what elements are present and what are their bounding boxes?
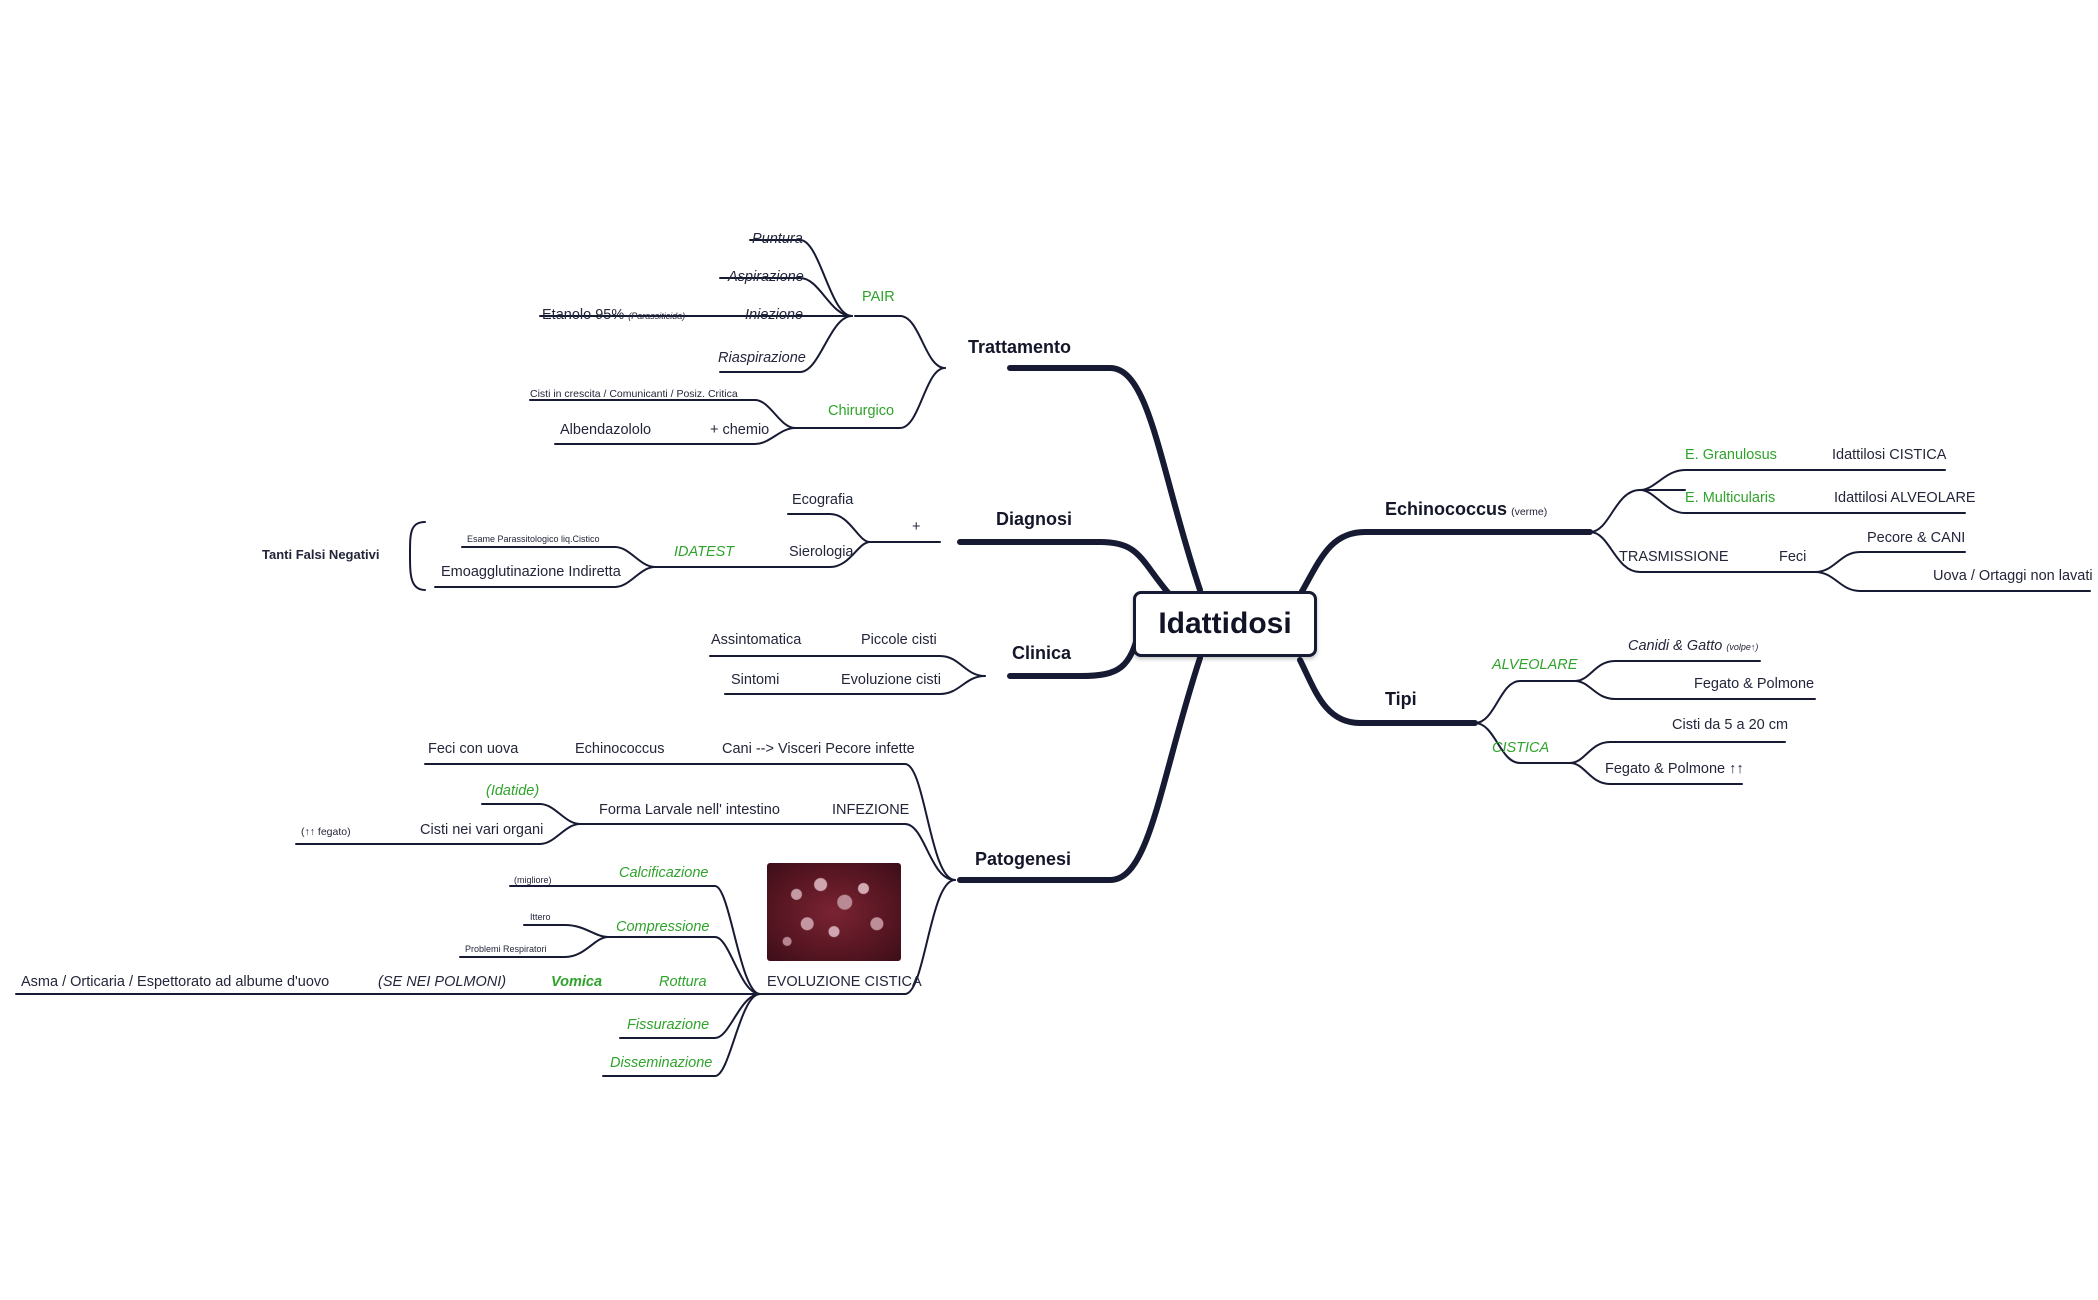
central-topic-label: Idattidosi <box>1158 607 1292 640</box>
node-tipi-cistica[interactable]: CISTICA <box>1492 740 1550 756</box>
node-chirurgico[interactable]: Chirurgico <box>828 403 895 419</box>
node-etanolo[interactable]: Etanolo 95% (Parassiticida) <box>542 306 685 325</box>
node-migliore[interactable]: (migliore) <box>514 875 552 885</box>
node-plus: + <box>912 519 921 535</box>
node-idatest[interactable]: IDATEST <box>674 544 735 560</box>
connector-echinococcus <box>1297 529 1593 598</box>
branch-tipi[interactable]: Tipi <box>1385 689 1417 709</box>
branch-clinica[interactable]: Clinica <box>1012 643 1072 663</box>
node-rottura[interactable]: Rottura <box>659 974 707 990</box>
node-ittero[interactable]: Ittero <box>530 912 551 922</box>
node-falsi-negativi[interactable]: Tanti Falsi Negativi <box>262 547 380 562</box>
node-trasmissione[interactable]: TRASMISSIONE <box>1619 549 1729 565</box>
node-evoluzione-cistica[interactable]: EVOLUZIONE CISTICA <box>767 974 922 990</box>
node-problemi-respiratori[interactable]: Problemi Respiratori <box>465 944 547 954</box>
node-puntura[interactable]: Puntura <box>752 231 803 247</box>
node-volpe: (volpe↑) <box>1726 642 1759 652</box>
branch-echinococcus[interactable]: Echinococcus (verme) <box>1385 500 1547 521</box>
node-sintomi[interactable]: Sintomi <box>731 672 780 688</box>
node-cisti-crescita[interactable]: Cisti in crescita / Comunicanti / Posiz.… <box>530 388 738 400</box>
node-fissurazione[interactable]: Fissurazione <box>627 1017 710 1033</box>
node-sierologia[interactable]: Sierologia <box>789 544 854 560</box>
node-cani-visceri[interactable]: Cani --> Visceri Pecore infette <box>722 741 915 757</box>
node-riaspirazione[interactable]: Riaspirazione <box>718 350 806 366</box>
node-uova-ortaggi[interactable]: Uova / Ortaggi non lavati <box>1933 568 2093 584</box>
branch-trattamento[interactable]: Trattamento <box>968 337 1072 357</box>
node-aspirazione[interactable]: Aspirazione <box>728 269 804 285</box>
branch-diagnosi[interactable]: Diagnosi <box>996 509 1073 529</box>
node-cisti-cm[interactable]: Cisti da 5 a 20 cm <box>1672 717 1789 733</box>
node-vomica[interactable]: Vomica <box>551 974 603 990</box>
node-fegato-polmone-up[interactable]: Fegato & Polmone ↑↑ <box>1605 761 1744 777</box>
node-tipi-alveolare[interactable]: ALVEOLARE <box>1492 657 1578 673</box>
connector-tipi <box>1297 657 1478 726</box>
node-calcificazione[interactable]: Calcificazione <box>619 865 709 881</box>
node-ecografia[interactable]: Ecografia <box>792 492 854 508</box>
node-esame[interactable]: Esame Parassitologico liq.Cistico <box>467 534 600 544</box>
connector-patogenesi <box>957 655 1203 883</box>
connector-diagnosi <box>957 539 1173 598</box>
node-assintomatica[interactable]: Assintomatica <box>711 632 802 648</box>
node-iniezione[interactable]: Iniezione <box>745 307 804 323</box>
branch-echinococcus-label: Echinococcus <box>1385 499 1508 519</box>
node-se-polmoni[interactable]: (SE NEI POLMONI) <box>378 974 507 990</box>
branch-patogenesi[interactable]: Patogenesi <box>975 849 1072 869</box>
cyst-photo <box>767 863 901 961</box>
node-forma-larvale[interactable]: Forma Larvale nell' intestino <box>599 802 780 818</box>
branch-echinococcus-note: (verme) <box>1511 506 1548 518</box>
node-e-multicularis[interactable]: E. Multicularis <box>1685 490 1776 506</box>
node-canidi-gatto-label: Canidi & Gatto <box>1628 638 1723 654</box>
node-e-granulosus[interactable]: E. Granulosus <box>1685 447 1777 463</box>
node-cisti-organi[interactable]: Cisti nei vari organi <box>420 822 544 838</box>
node-evoluzione-cisti[interactable]: Evoluzione cisti <box>841 672 941 688</box>
node-pair[interactable]: PAIR <box>862 289 895 305</box>
node-pecore-cani[interactable]: Pecore & CANI <box>1867 530 1966 546</box>
node-piccole-cisti[interactable]: Piccole cisti <box>861 632 937 648</box>
node-feci-uova[interactable]: Feci con uova <box>428 741 519 757</box>
node-idattilosi-cistica[interactable]: Idattilosi CISTICA <box>1832 447 1947 463</box>
central-topic[interactable]: Idattidosi <box>1133 591 1317 657</box>
node-echinococcus-pat[interactable]: Echinococcus <box>575 741 665 757</box>
node-etanolo-label: Etanolo 95% <box>542 307 625 323</box>
node-idattilosi-alveolare[interactable]: Idattilosi ALVEOLARE <box>1834 490 1976 506</box>
node-infezione[interactable]: INFEZIONE <box>832 802 910 818</box>
node-chemio[interactable]: + chemio <box>710 422 770 438</box>
node-idatide[interactable]: (Idatide) <box>486 783 540 799</box>
node-asma[interactable]: Asma / Orticaria / Espettorato ad albume… <box>21 974 330 990</box>
node-feci[interactable]: Feci <box>1779 549 1807 565</box>
node-fegato-polmone[interactable]: Fegato & Polmone <box>1694 676 1815 692</box>
node-emoagglutinazione[interactable]: Emoagglutinazione Indiretta <box>441 564 621 580</box>
node-fegato-up[interactable]: (↑↑ fegato) <box>301 826 351 838</box>
node-parassiticida: (Parassiticida) <box>628 311 686 321</box>
node-disseminazione[interactable]: Disseminazione <box>610 1055 713 1071</box>
node-compressione[interactable]: Compressione <box>616 919 710 935</box>
node-canidi-gatto[interactable]: Canidi & Gatto (volpe↑) <box>1628 637 1758 656</box>
node-albendazololo[interactable]: Albendazololo <box>560 422 652 438</box>
connector-trattamento <box>1007 365 1203 593</box>
